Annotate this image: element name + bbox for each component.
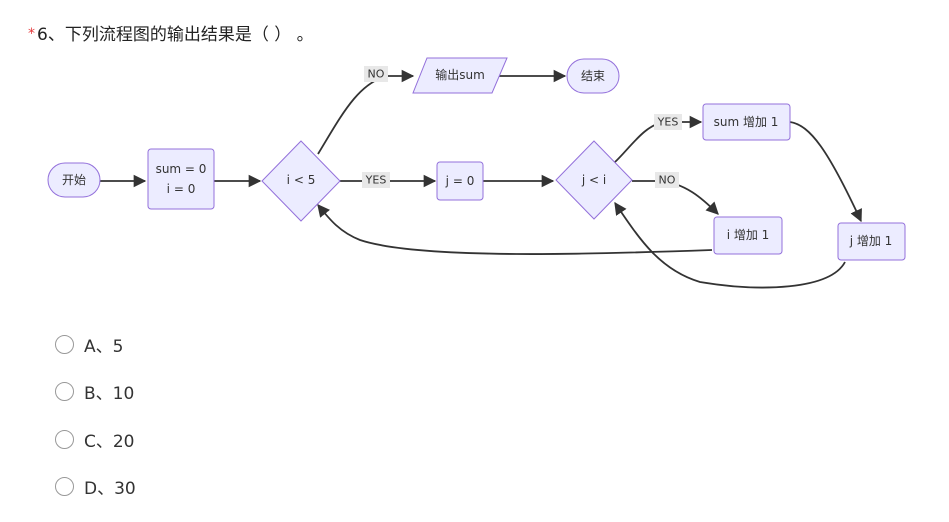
svg-text:NO: NO <box>368 68 385 81</box>
svg-text:j = 0: j = 0 <box>445 174 475 188</box>
svg-text:NO: NO <box>659 174 676 187</box>
edge-jinc-condj <box>614 201 846 289</box>
svg-text:YES: YES <box>365 174 387 187</box>
node-cond-j: j < i <box>555 140 633 220</box>
edge-label-yes-1: YES <box>362 172 390 188</box>
node-init: sum = 0 i = 0 <box>147 148 215 210</box>
svg-text:YES: YES <box>657 116 679 129</box>
radio-button[interactable] <box>55 334 74 354</box>
node-end: 结束 <box>566 58 620 94</box>
edge-label-yes-2: YES <box>654 114 682 130</box>
node-i-inc: i 增加 1 <box>713 216 783 255</box>
svg-text:sum 增加 1: sum 增加 1 <box>714 115 779 129</box>
node-output: 输出sum <box>412 57 508 94</box>
edge-cond-output <box>317 69 415 155</box>
node-init-j: j = 0 <box>436 161 484 201</box>
svg-text:i < 5: i < 5 <box>287 173 316 187</box>
required-mark: * <box>28 26 35 42</box>
option-label: C、20 <box>84 431 135 452</box>
option-b[interactable]: B、10 <box>55 380 136 404</box>
flowchart-diagram: NO YES YES NO 开始 sum = 0 i = 0 i < 5 输出s… <box>47 57 906 289</box>
edge-label-no-1: NO <box>364 66 388 82</box>
svg-text:输出sum: 输出sum <box>435 67 485 82</box>
svg-text:开始: 开始 <box>62 173 86 187</box>
edge-iinc-cond <box>317 204 713 255</box>
radio-button[interactable] <box>55 382 74 401</box>
svg-text:i 增加 1: i 增加 1 <box>727 228 770 242</box>
option-label: D、30 <box>84 479 136 499</box>
option-d[interactable]: D、30 <box>55 475 136 499</box>
edge-label-no-2: NO <box>655 172 679 188</box>
radio-button[interactable] <box>55 429 74 449</box>
svg-text:sum = 0: sum = 0 <box>156 162 207 176</box>
svg-text:结束: 结束 <box>581 69 605 83</box>
option-a[interactable]: A、5 <box>55 332 136 357</box>
svg-text:j < i: j < i <box>581 173 606 187</box>
svg-text:i = 0: i = 0 <box>167 182 196 196</box>
question-title: *6、下列流程图的输出结果是（ ） 。 <box>28 22 314 47</box>
option-label: A、5 <box>84 336 124 357</box>
edge-suminc-jinc <box>789 121 862 223</box>
answer-options: A、5 B、10 C、20 D、30 <box>55 332 136 522</box>
node-start: 开始 <box>47 162 101 198</box>
question-text: 6、下列流程图的输出结果是（ ） 。 <box>37 25 314 45</box>
svg-text:j 增加 1: j 增加 1 <box>849 234 893 248</box>
radio-button[interactable] <box>55 477 74 496</box>
option-label: B、10 <box>84 384 135 404</box>
node-j-inc: j 增加 1 <box>837 222 906 261</box>
option-c[interactable]: C、20 <box>55 427 136 452</box>
node-cond-i: i < 5 <box>261 140 341 222</box>
node-sum-inc: sum 增加 1 <box>702 103 791 141</box>
